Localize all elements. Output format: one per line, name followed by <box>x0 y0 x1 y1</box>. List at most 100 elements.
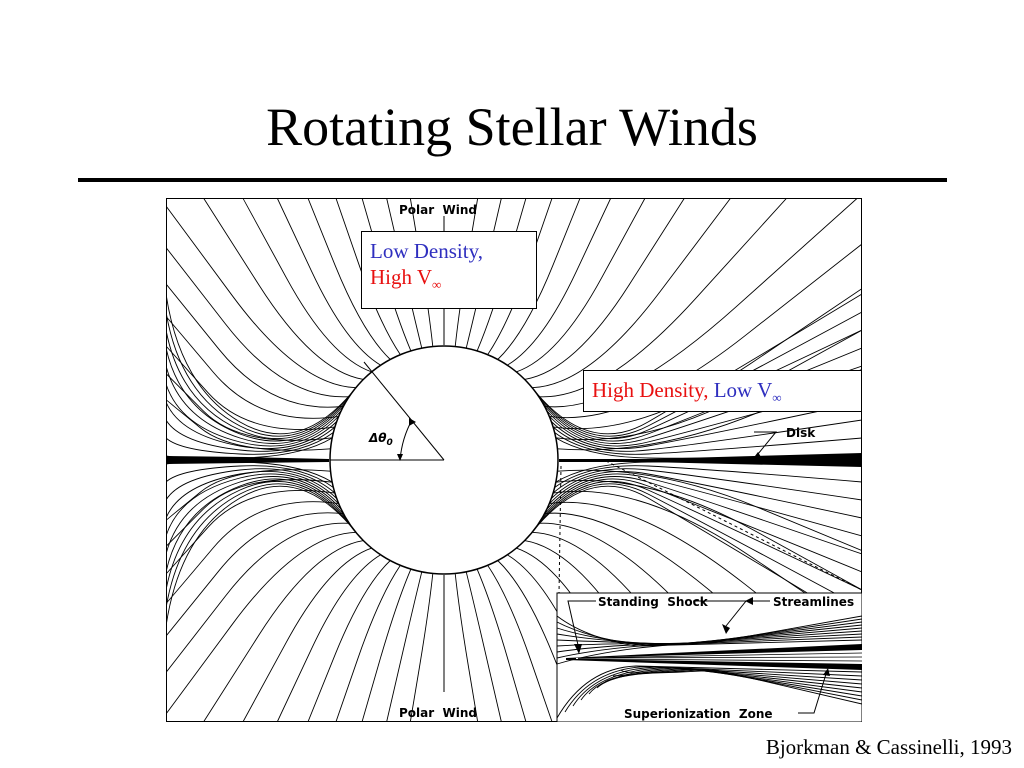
callout-polar-line2-sub: ∞ <box>432 277 442 293</box>
streamline <box>166 399 331 451</box>
streamline <box>166 401 338 449</box>
streamline <box>166 473 340 537</box>
title-underline <box>78 178 947 182</box>
streamline <box>166 485 356 627</box>
streamline <box>550 471 862 519</box>
streamline <box>166 512 344 637</box>
streamline <box>557 469 862 552</box>
streamline <box>276 198 381 366</box>
streamline <box>166 283 344 408</box>
streamline <box>536 483 862 609</box>
shock-arrow <box>574 644 582 654</box>
streamline <box>465 571 502 722</box>
streamline <box>166 419 336 452</box>
streamline <box>543 478 862 573</box>
streamline <box>532 293 862 435</box>
inset-disk-line-2 <box>577 656 862 659</box>
streamline <box>361 568 412 722</box>
streamline <box>166 383 340 447</box>
callout-equator-part1: High Density, <box>592 378 709 402</box>
streamline <box>507 198 612 366</box>
streamline <box>409 573 434 722</box>
streamline <box>532 485 862 627</box>
streamline <box>554 465 862 488</box>
streamline <box>166 347 345 442</box>
callout-polar-line2-text: High V <box>370 265 433 290</box>
streamline <box>487 565 553 722</box>
shock-arrow-2 <box>722 624 730 634</box>
streamline <box>166 483 352 609</box>
streamline <box>166 531 356 715</box>
superionization-leader <box>798 673 827 714</box>
streamline <box>166 476 342 555</box>
inset-streamline <box>572 666 862 707</box>
streamline <box>554 432 862 455</box>
superionization-arrow <box>823 668 830 676</box>
inset-streamline <box>612 669 862 701</box>
streamline <box>242 198 372 373</box>
streamline <box>166 311 352 437</box>
streamline <box>497 198 581 360</box>
streamline <box>335 565 401 722</box>
streamline <box>166 471 338 519</box>
delta-theta-label: Δθ0 <box>368 431 393 448</box>
callout-polar-line1: Low Density, <box>370 239 483 263</box>
streamline <box>242 547 372 722</box>
streamline <box>540 480 862 591</box>
callout-polar-line2: High V∞ <box>370 264 536 293</box>
streamline-diagram: Δθ0 Polar Wind Polar Wind Disk Standing … <box>166 198 862 722</box>
inset-streamline <box>556 665 862 719</box>
streamline <box>166 329 348 440</box>
streamline <box>166 480 348 591</box>
streamline <box>335 198 401 355</box>
callout-equator-part2: Low V∞ <box>713 378 782 406</box>
streamline <box>536 311 862 437</box>
callout-equator-part2-text: Low V <box>713 378 773 402</box>
streamline <box>549 243 862 419</box>
streamline <box>166 478 345 573</box>
inset-disk-line-3 <box>577 658 862 662</box>
streamline <box>516 198 646 373</box>
streamline <box>166 468 336 501</box>
streamline <box>166 479 333 547</box>
disk-leader <box>754 431 778 455</box>
streamline <box>476 568 527 722</box>
streamline <box>524 198 685 380</box>
streamlines-label: Streamlines <box>773 595 854 609</box>
streamline <box>203 540 364 722</box>
streamline <box>454 573 479 722</box>
citation: Bjorkman & Cassinelli, 1993 <box>765 735 1012 759</box>
streamline <box>540 329 862 440</box>
streamline <box>307 198 391 360</box>
streamline <box>546 476 862 555</box>
streamline <box>548 473 862 537</box>
callout-equator-part2-sub: ∞ <box>772 390 782 406</box>
streamline <box>550 401 862 449</box>
angle-arrow-down <box>397 454 403 461</box>
disk-label: Disk <box>786 426 816 440</box>
disk-left <box>166 456 329 464</box>
streamlines-arrow <box>745 597 753 605</box>
streamline <box>532 198 732 389</box>
streamline <box>166 522 350 673</box>
callout-polar: Low Density, High V∞ <box>361 231 537 309</box>
streamline <box>166 501 339 605</box>
streamline <box>166 365 342 444</box>
inset-disk-line-1 <box>577 652 862 659</box>
streamline <box>552 468 862 501</box>
disk-right <box>559 453 862 467</box>
streamline <box>166 247 350 398</box>
streamline <box>203 198 364 380</box>
streamline <box>166 469 331 521</box>
streamline <box>538 198 788 398</box>
streamline <box>166 465 334 488</box>
streamline <box>386 571 423 722</box>
slide-title: Rotating Stellar Winds <box>266 97 758 157</box>
streamline <box>552 419 862 452</box>
inset-streamline <box>620 669 862 705</box>
streamline <box>307 560 391 722</box>
streamline <box>166 205 356 389</box>
streamline <box>166 293 356 435</box>
callout-equator: High Density, Low V∞ <box>583 370 862 412</box>
radius-angled <box>363 361 445 461</box>
